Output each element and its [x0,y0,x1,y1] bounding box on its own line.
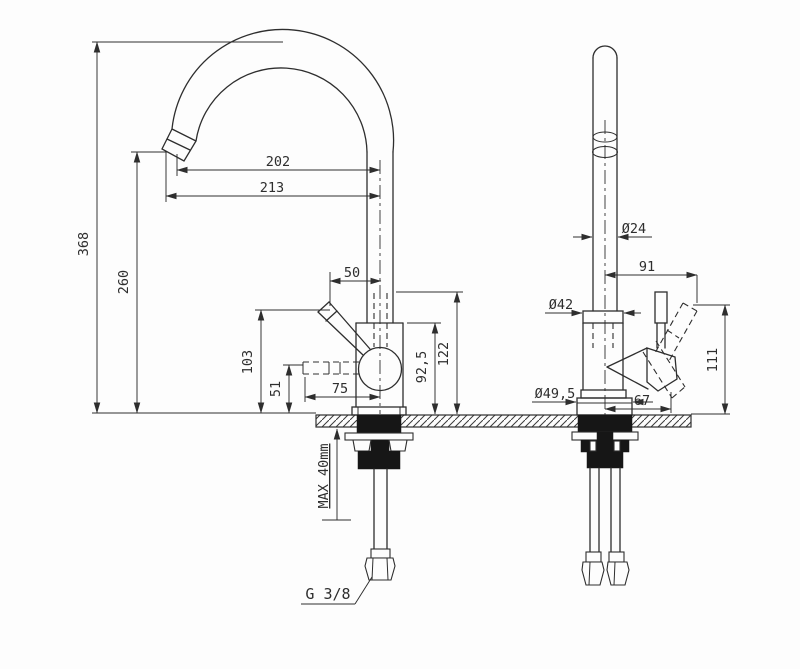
housing-alt-outline [671,385,687,399]
horseshoe-washer [344,432,414,441]
dim-92-5-label: 92,5 [414,351,430,384]
hose-collar [370,548,391,559]
dim-213-label: 213 [260,180,284,196]
nut-center-face [370,439,390,452]
hidden-lever-cap [682,302,698,312]
front-view-dimensions: 368 260 202 213 50 103 51 75 92,5 122 MA… [76,41,463,605]
lever-cap-joint-line [325,310,338,322]
housing-lower-cone-line [606,366,649,390]
housing-upper-cone-line [606,347,648,368]
spout-joint-line [171,128,197,142]
dim-diameter-49-5-label: Ø49,5 [535,386,576,402]
lever-end-cap [317,301,330,313]
spout-outline [161,28,395,162]
hex-facet-line [588,561,591,586]
housing-alt-outline [642,351,673,399]
hose-collar [585,551,602,563]
side-handle-lever-tilted-hidden [654,302,698,362]
aerator-ring-line [166,138,191,151]
nut-slot [589,440,597,452]
lever-lower-edge [317,311,364,356]
hose-hex-fitting [364,557,396,581]
hex-facet-line [371,557,374,581]
dim-368-label: 368 [76,232,92,256]
housing-alt-outline [655,340,686,388]
side-flange-lower [576,397,633,416]
hidden-lever-edge [668,310,698,362]
nut-left-facet [352,439,372,452]
dim-75-label: 75 [332,381,348,397]
threaded-shank [357,450,401,470]
dim-diameter-42-label: Ø42 [549,297,573,313]
max-counter-thickness-label: MAX 40mm [316,443,332,508]
dim-202-label: 202 [266,154,290,170]
dim-103-label: 103 [240,350,256,374]
dim-122-label: 122 [436,342,452,366]
side-view-dimensions: Ø24 91 Ø42 Ø49,5 67 111 [532,221,730,415]
hex-facet-line [613,561,616,586]
leader-line [354,576,373,605]
side-view-faucet [576,45,698,447]
side-flange-upper [580,389,627,399]
nut-slot [613,440,621,452]
hose-collar [608,551,625,563]
side-handle-lever-up [654,291,668,349]
hex-facet-line [386,557,389,581]
side-undercounter-assembly [571,414,639,586]
housing-head [646,347,678,392]
hose-hex-fitting [581,561,605,586]
washer-center-detail [596,431,614,441]
front-undercounter-assembly [344,414,414,581]
thread-size-label: G 3/8 [305,585,350,603]
mounting-shank-upper [577,414,633,433]
dim-50-label: 50 [344,265,360,281]
hose-hex-fitting [606,561,630,586]
lever-upper-edge [328,301,371,350]
dim-67-label: 67 [634,393,650,409]
dim-51-label: 51 [268,381,284,397]
swivel-collar [582,310,624,324]
handle-lever-horizontal-hidden [302,361,360,375]
hidden-lever-joint [666,329,680,339]
ball-joint [357,346,403,392]
base-flange [351,406,407,416]
side-handle-housing [606,340,687,399]
dim-diameter-24-label: Ø24 [622,221,646,237]
dim-91-label: 91 [639,259,655,275]
lever-grip [654,291,668,324]
threaded-shank [586,451,624,469]
front-view-faucet [161,28,407,416]
mounting-shank-upper [356,414,402,434]
dim-111-label: 111 [705,348,721,372]
spout-top-cap [592,45,618,59]
nut-right-facet [388,439,408,452]
dim-260-label: 260 [116,270,132,294]
mounting-nut [580,439,630,453]
